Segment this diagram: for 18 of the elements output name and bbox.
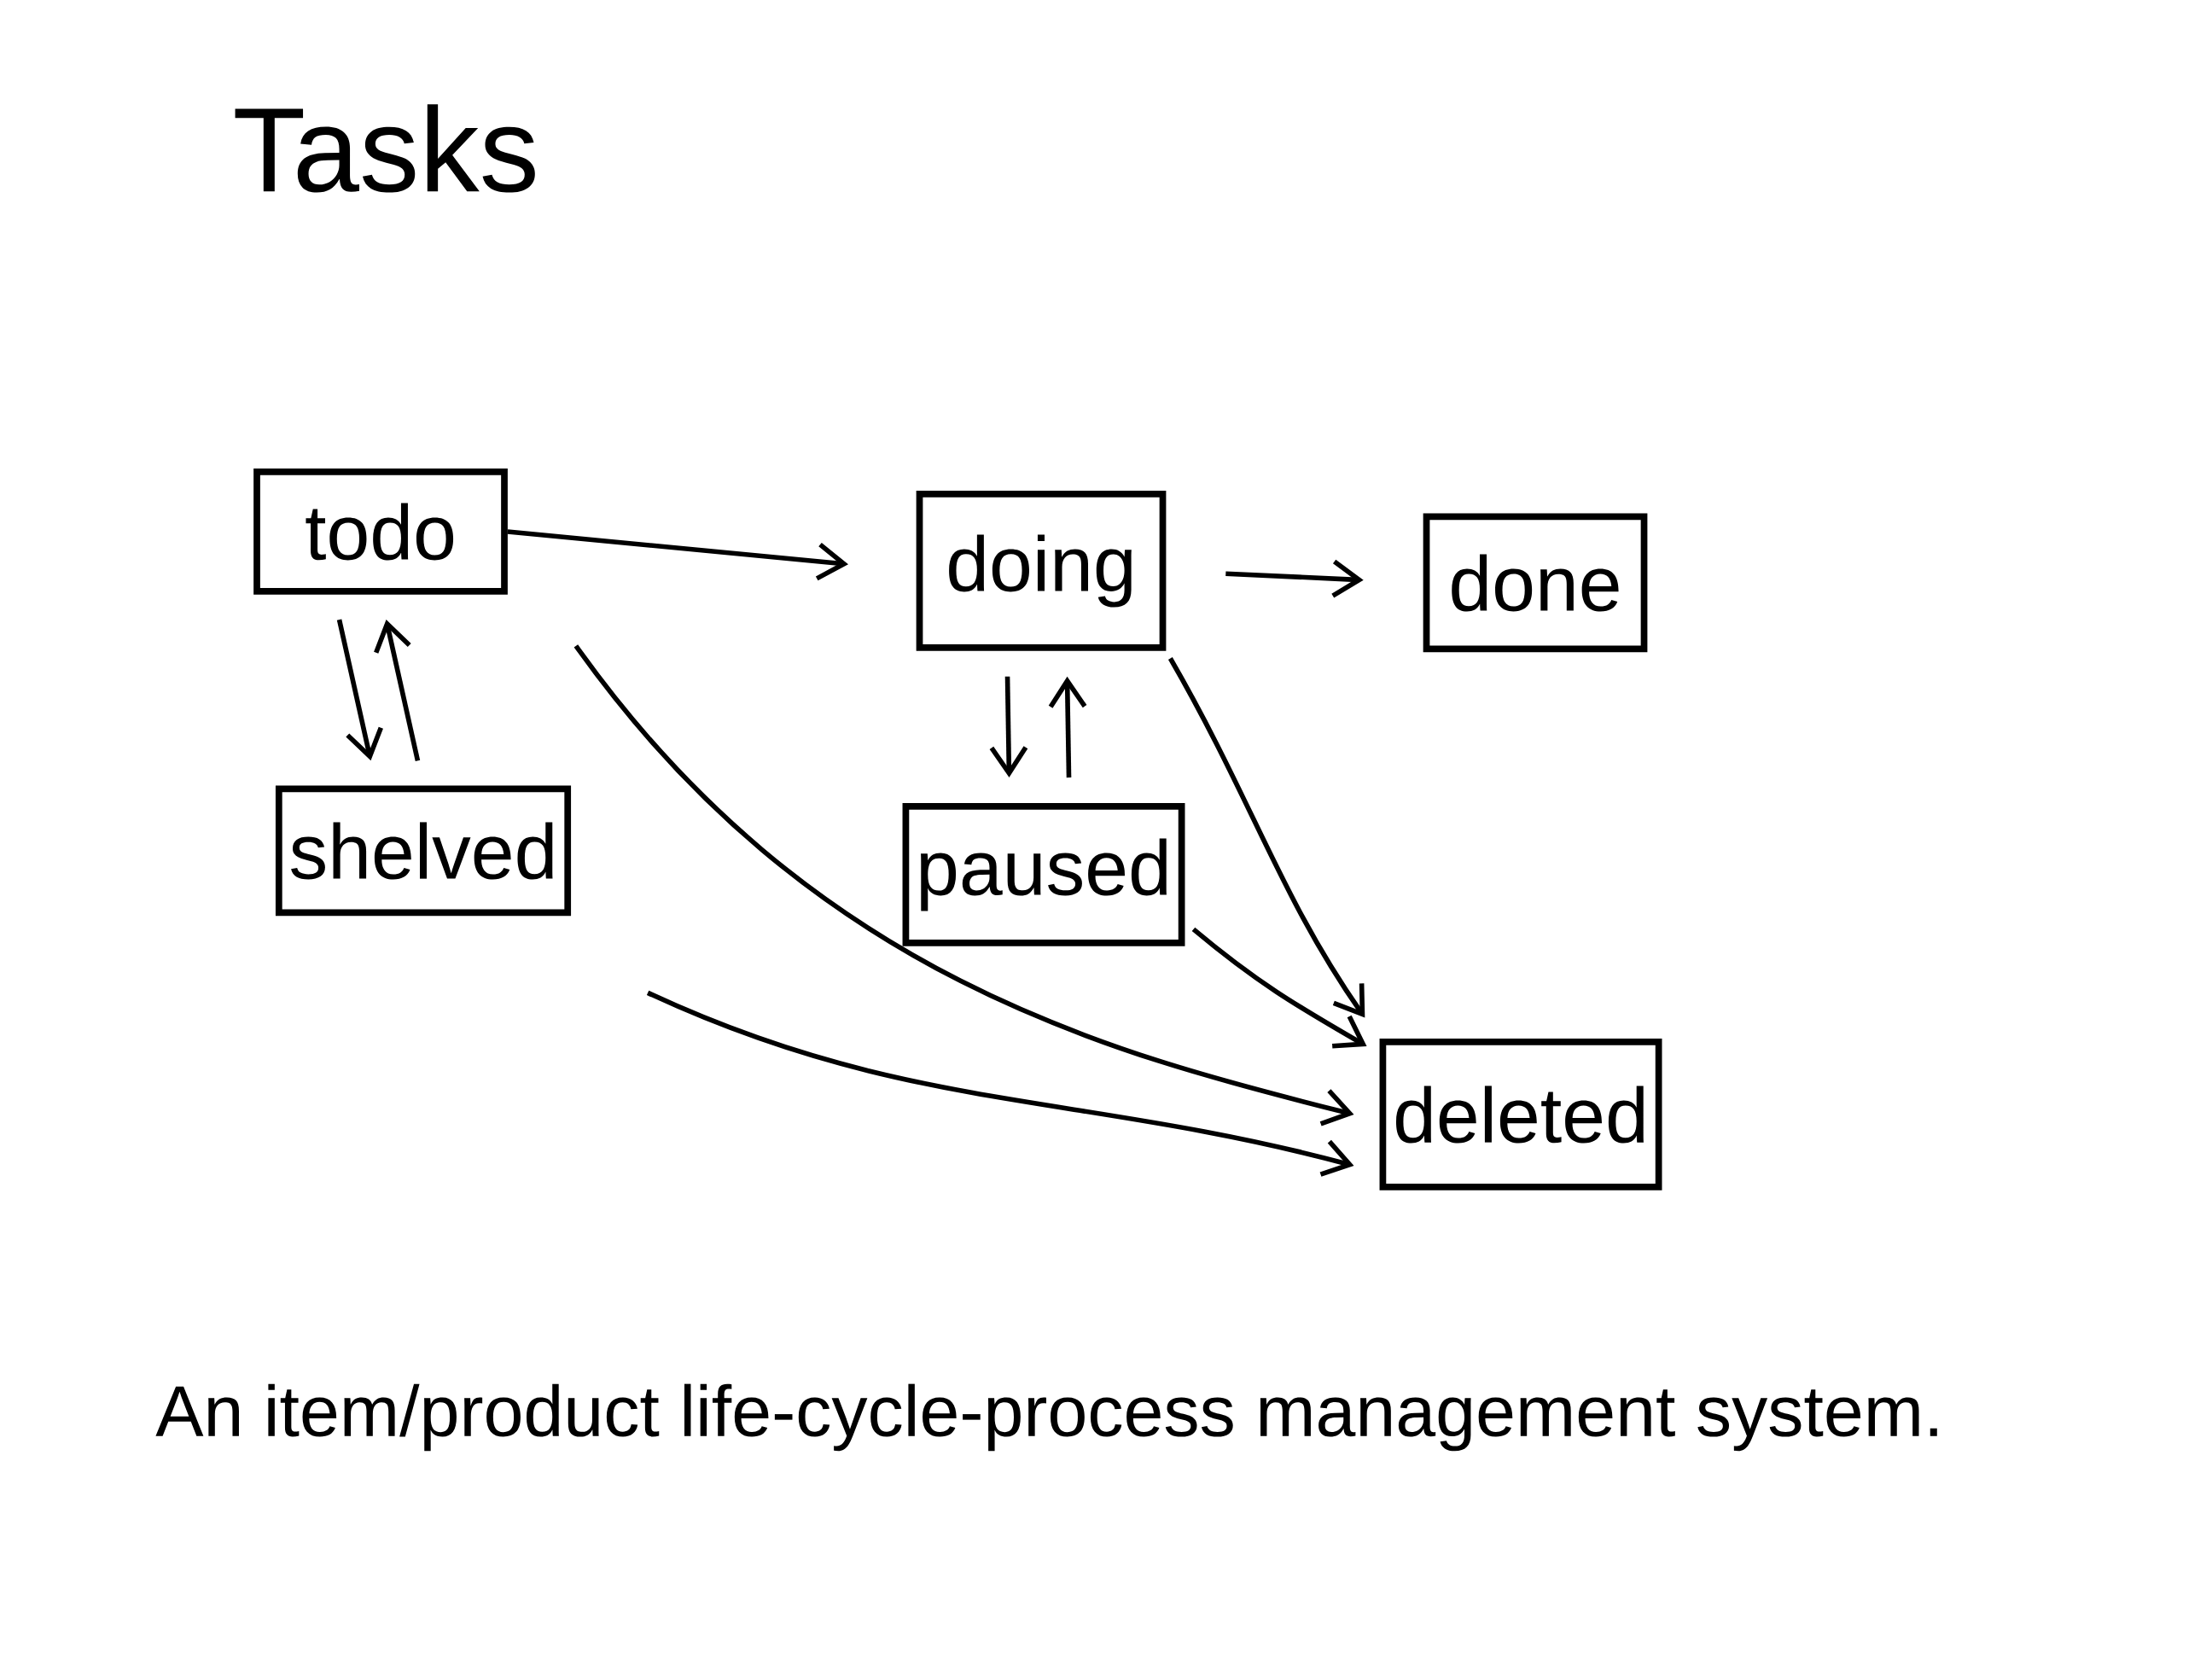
arrow	[1191, 927, 1367, 1049]
arrow	[573, 644, 1354, 1126]
caption: An item/product life-cycle-process management system.	[155, 1383, 1937, 1452]
state-box: done	[1423, 513, 1648, 653]
state-box: deleted	[1379, 1039, 1662, 1190]
arrow	[1167, 657, 1365, 1018]
arrow	[374, 620, 421, 761]
arrow	[989, 676, 1028, 778]
state-box: todo	[253, 469, 508, 595]
state-box: doing	[916, 491, 1167, 651]
title: Tasks	[235, 104, 535, 193]
state-box: shelved	[275, 785, 572, 917]
arrow	[646, 990, 1354, 1177]
arrow	[507, 529, 849, 581]
arrow	[336, 619, 383, 761]
state-box: paused	[902, 803, 1185, 946]
arrow	[1225, 559, 1364, 598]
arrow	[1048, 676, 1087, 778]
